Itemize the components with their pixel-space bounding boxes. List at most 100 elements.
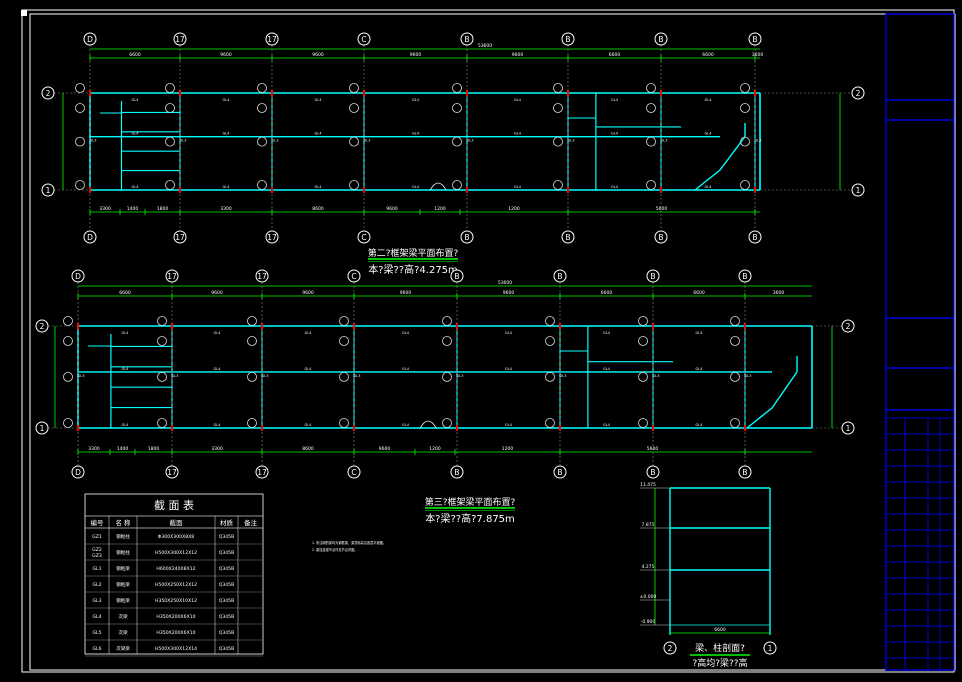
- column-tag-circle: [730, 316, 740, 326]
- dimension-bottom-text: 1800: [148, 446, 160, 452]
- corner-marker: [21, 10, 27, 16]
- dimension-bottom-text: 8600: [312, 206, 324, 212]
- axis-bubble-left: 1: [35, 421, 49, 435]
- table-cell: GL1: [92, 566, 101, 572]
- dimension-top-text: 6600: [609, 52, 621, 58]
- note-line: 1. 未注明的梁均为钢框梁，梁顶标高见各层平面图。: [312, 540, 386, 545]
- column-tag-circle: [638, 418, 648, 428]
- table-cell: 钢框柱: [116, 533, 130, 540]
- column-tag-circle: [452, 103, 462, 113]
- column-tag-circle: [740, 180, 750, 190]
- axis-bubble-label: 17: [257, 272, 267, 281]
- axis-bubble-label: B: [557, 272, 562, 281]
- column-tag-circle: [75, 103, 85, 113]
- axis-bubble-circle: [851, 183, 865, 197]
- axis-bubble-bottom: C: [347, 465, 361, 479]
- column-tag-circle: [545, 336, 555, 346]
- axis-bubble-label: D: [87, 233, 93, 242]
- axis-bubble-label: B: [658, 233, 663, 242]
- beam-label: GL4: [223, 98, 231, 102]
- table-cell: Q345B: [219, 534, 235, 540]
- column-tag-circle: [339, 336, 349, 346]
- beam-label: GL4: [611, 98, 619, 102]
- axis-bubble-circle: [763, 641, 777, 655]
- axis-bubble-label: B: [650, 272, 655, 281]
- axis-bubble-circle: [654, 32, 668, 46]
- beam-label: GL4: [412, 98, 420, 102]
- beam-label-vertical: GL3: [90, 139, 97, 143]
- axis-bubble-bottom: 17: [255, 465, 269, 479]
- axis-bubble-label: C: [361, 233, 366, 242]
- elev-level-text: 4.275: [642, 564, 655, 570]
- axis-bubble-bottom: 17: [173, 230, 187, 244]
- beam-label: GL4: [223, 185, 231, 189]
- axis-bubble-bottom: B: [561, 230, 575, 244]
- column-tag-circle: [165, 83, 175, 93]
- column-tag-circle: [247, 336, 257, 346]
- beam-label-vertical: GL3: [467, 139, 474, 143]
- column-tag-circle: [157, 418, 167, 428]
- beam-label: GL4: [514, 185, 522, 189]
- axis-bubble-top: C: [347, 269, 361, 283]
- notes-block: 1. 未注明的梁均为钢框梁，梁顶标高见各层平面图。2. 梁柱连接节点详见节点详图…: [312, 540, 386, 552]
- dimension-bottom-text: 9600: [386, 206, 398, 212]
- table-cell: H600X240X8X12: [156, 566, 195, 572]
- column-tag-circle: [545, 418, 555, 428]
- beam-label-vertical: GL3: [560, 374, 567, 378]
- beam-label-vertical: GL3: [364, 139, 371, 143]
- axis-bubble-top: B: [553, 269, 567, 283]
- beam-label-vertical: GL3: [354, 374, 361, 378]
- column-tag-circle: [452, 136, 462, 147]
- beam-label: GL4: [402, 331, 410, 335]
- dimension-bottom-text: 1200: [429, 446, 441, 452]
- axis-bubble-top: 17: [255, 269, 269, 283]
- axis-bubble-label: 1: [856, 186, 861, 195]
- dimension-bottom-text: 9600: [379, 446, 391, 452]
- column-tag-circle: [740, 83, 750, 93]
- table-cell: GL3: [92, 598, 101, 604]
- axis-bubble-bottom: 17: [165, 465, 179, 479]
- beam-label-vertical: GL3: [755, 139, 762, 143]
- axis-bubble-circle: [738, 269, 752, 283]
- beam-label-vertical: GL3: [262, 374, 269, 378]
- axis-bubble-circle: [450, 269, 464, 283]
- beam-label: GL4: [315, 132, 323, 136]
- column-tag-circle: [553, 103, 563, 113]
- beam-label: GL4: [696, 367, 704, 371]
- column-tag-circle: [638, 336, 648, 346]
- axis-bubble-label: 17: [267, 233, 277, 242]
- column-tag-circle: [257, 136, 267, 147]
- column-tag-circle: [75, 180, 85, 190]
- elev-level-text: 11.475: [640, 482, 656, 488]
- axis-bubble-label: B: [658, 35, 663, 44]
- axis-bubble-circle: [646, 269, 660, 283]
- table-cell: H350X250X10X12: [155, 598, 197, 604]
- axis-bubble-top: 17: [165, 269, 179, 283]
- axis-bubble-label: B: [454, 272, 459, 281]
- column-tag-circle: [730, 336, 740, 346]
- table-title: 截 面 表: [154, 498, 194, 512]
- axis-bubble-bottom: B: [450, 465, 464, 479]
- axis-bubble-bottom: B: [646, 465, 660, 479]
- column-tag-circle: [349, 136, 359, 147]
- axis-bubble-label: B: [742, 468, 747, 477]
- axis-bubble-label: C: [351, 272, 356, 281]
- elev-level-text: ±0.000: [640, 594, 657, 600]
- beam-label: GL4: [611, 185, 619, 189]
- title-block: [885, 13, 955, 671]
- axis-bubble-bottom: B: [738, 465, 752, 479]
- bay-bump: [429, 182, 447, 191]
- column-tag-circle: [638, 371, 648, 382]
- axis-bubble-bottom: 17: [265, 230, 279, 244]
- table-cell: Q345B: [219, 582, 235, 588]
- table-cell: Q345B: [219, 550, 235, 556]
- axis-bubble-top: B: [738, 269, 752, 283]
- beam-label: GL4: [402, 423, 410, 427]
- table-cell: 钢框梁: [116, 581, 130, 588]
- dimension-bottom-text: 3300: [99, 206, 111, 212]
- table-cell: H350X200X6X10: [156, 614, 195, 620]
- table-cell: Q345B: [219, 566, 235, 572]
- axis-bubble-label: 2: [856, 89, 861, 98]
